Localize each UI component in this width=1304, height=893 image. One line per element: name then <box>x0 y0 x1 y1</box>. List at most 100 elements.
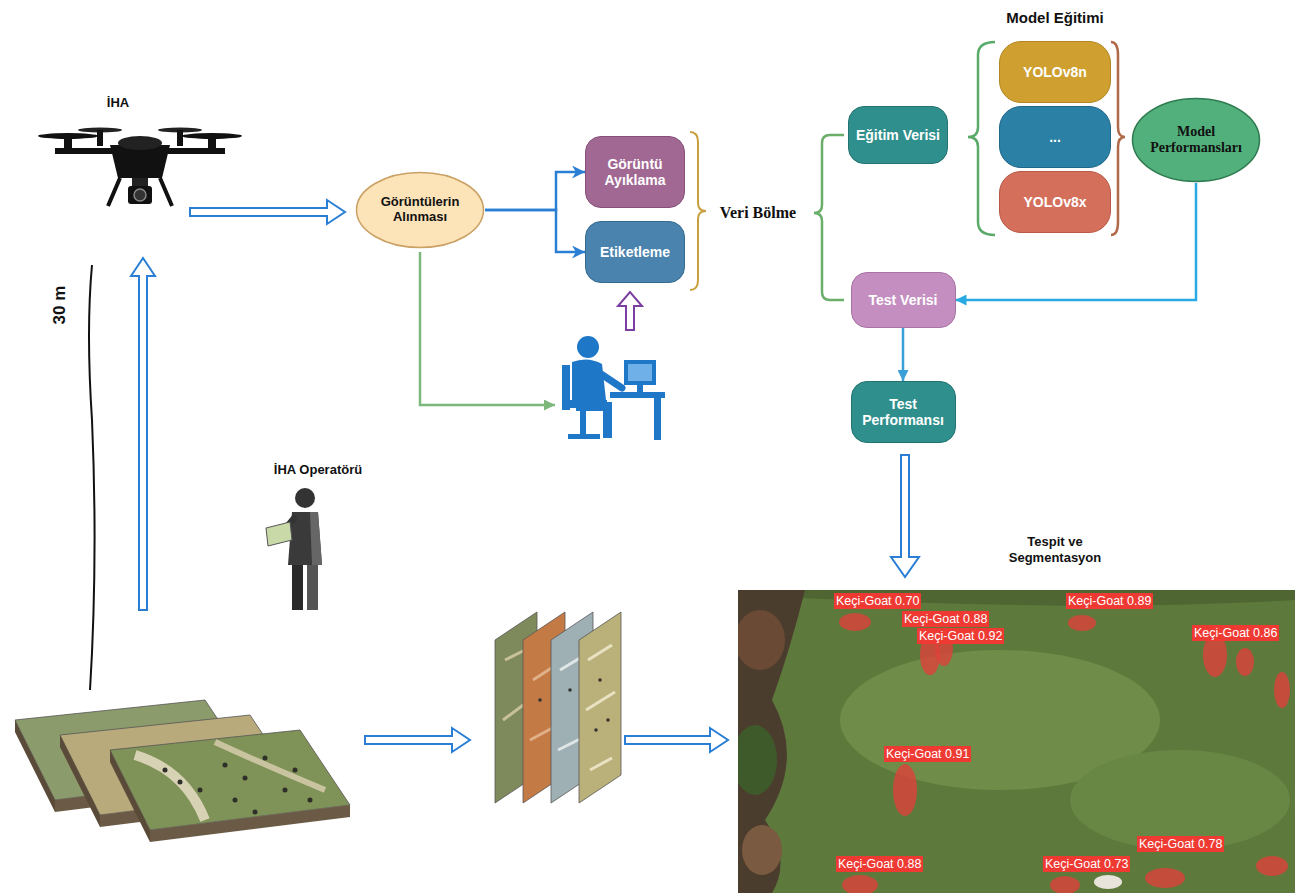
drone-leg <box>108 178 172 206</box>
terrain-stack <box>15 700 350 842</box>
node-text: YOLOv8n <box>1023 64 1087 80</box>
propeller <box>38 133 98 139</box>
detection-photo <box>738 590 1295 893</box>
node-text: Görüntü Ayıklama <box>592 156 678 188</box>
camera <box>128 186 152 204</box>
node-text: ... <box>1049 129 1061 145</box>
terrain-slab <box>110 730 350 842</box>
node-text: Model Performansları <box>1143 124 1249 156</box>
detection-label: Keçi-Goat 0.78 <box>1137 836 1224 852</box>
model-box: ... <box>999 106 1111 168</box>
person-head <box>577 336 599 358</box>
process-ellipse: Görüntülerin Alınması <box>355 171 485 249</box>
camera-lens <box>134 189 146 201</box>
detection-label: Keçi-Goat 0.91 <box>884 746 971 762</box>
node-text: Test Performansı <box>858 396 949 428</box>
grass-patch <box>1070 750 1290 850</box>
image-slice <box>579 612 621 803</box>
operator-shade <box>310 512 322 565</box>
device-label: İHA <box>107 95 129 111</box>
monitor-screen <box>628 364 652 381</box>
detection-label: Keçi-Goat 0.89 <box>1066 593 1153 609</box>
data-box: Test Verisi <box>851 272 956 328</box>
detection-label: Keçi-Goat 0.70 <box>834 593 921 609</box>
node-text: YOLOv8x <box>1023 194 1086 210</box>
terrain-path <box>135 755 205 820</box>
person-legs <box>576 402 612 438</box>
node-text: Görüntülerin Alınması <box>373 195 467 225</box>
tree-area <box>738 725 777 795</box>
hollow-arrow <box>131 258 155 610</box>
monitor <box>624 360 656 385</box>
detection-label: Keçi-Goat 0.86 <box>1192 625 1279 641</box>
flow-arrow <box>956 183 1197 300</box>
person-body <box>572 359 606 400</box>
grass-ground <box>738 590 1295 893</box>
monitor-stand <box>637 385 643 392</box>
book <box>266 522 292 546</box>
curly-brace <box>1111 42 1125 235</box>
rotor-hub <box>97 130 103 146</box>
hollow-arrow <box>891 455 919 577</box>
result-box: Test Performansı <box>851 381 956 443</box>
dimension-label: 30 m <box>50 286 70 325</box>
gimbal <box>132 178 148 186</box>
drone-icon <box>38 128 242 207</box>
node-text: Etiketleme <box>600 244 670 260</box>
hollow-arrow <box>190 200 345 224</box>
chair <box>568 434 600 439</box>
detection-label: Keçi-Goat 0.92 <box>917 628 1004 644</box>
section-heading: Model Eğitimi <box>1006 9 1104 27</box>
split-bracket <box>814 135 844 300</box>
operator-figure <box>266 488 322 610</box>
slab-side <box>150 805 350 842</box>
curly-brace <box>968 42 995 235</box>
person-label: İHA Operatörü <box>274 462 362 478</box>
ellipse-shape <box>357 173 484 248</box>
process-box: Görüntü Ayıklama <box>585 136 685 208</box>
curly-brace <box>690 132 706 290</box>
goat <box>1094 875 1122 889</box>
slab-side <box>110 750 150 842</box>
hollow-arrow <box>618 292 642 330</box>
operator-leg <box>292 565 303 610</box>
altitude-line <box>89 265 95 690</box>
operator-leg <box>307 565 318 610</box>
process-box: Etiketleme <box>585 221 685 283</box>
tree-area <box>742 825 782 875</box>
detection-label: Keçi-Goat 0.73 <box>1043 856 1130 872</box>
flow-line <box>420 252 555 405</box>
ellipse-shape <box>1133 99 1260 182</box>
result-ellipse: Model Performansları <box>1131 97 1261 183</box>
animal-dots <box>163 756 313 815</box>
tree-area <box>738 610 785 670</box>
slice-detail <box>586 645 615 770</box>
node-text: Eğitim Verisi <box>856 127 940 143</box>
operator-head <box>295 488 315 508</box>
terrain-path <box>215 742 325 790</box>
desk <box>654 398 661 440</box>
slab-side <box>60 735 100 827</box>
chair <box>580 408 586 436</box>
desk <box>610 392 665 398</box>
person-arm <box>598 372 622 388</box>
propeller <box>182 133 242 139</box>
step-label: Veri Bölme <box>720 203 796 222</box>
flow-arrow <box>485 210 585 252</box>
image-slices <box>495 612 621 803</box>
flow-arrow <box>902 328 905 381</box>
data-box: Eğitim Verisi <box>848 106 948 164</box>
rotor-hub <box>177 130 183 146</box>
animal-dots <box>538 678 610 732</box>
model-box: YOLOv8x <box>999 171 1111 233</box>
hollow-arrow <box>625 728 728 752</box>
drone-body <box>118 136 162 150</box>
hollow-arrow <box>365 728 470 752</box>
slab-side <box>15 720 55 812</box>
section-heading: Tespit ve Segmentasyon <box>995 534 1115 565</box>
node-text: Test Verisi <box>868 292 937 308</box>
model-box: YOLOv8n <box>999 41 1111 103</box>
goat-masks <box>839 613 1290 893</box>
flow-arrow <box>485 172 585 210</box>
